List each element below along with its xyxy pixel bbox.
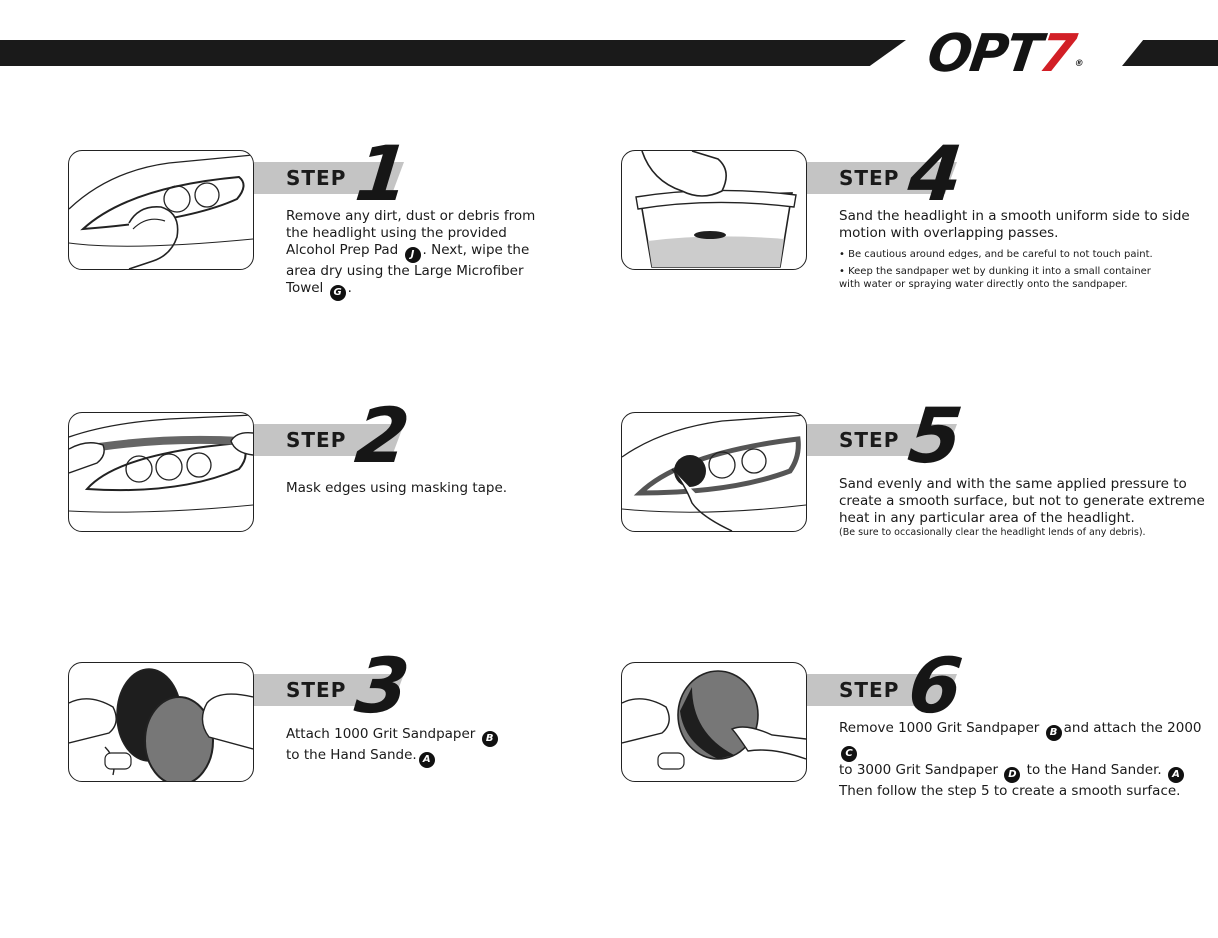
step-1-header: STEP — [254, 162, 404, 194]
item-badge: J — [404, 247, 421, 263]
item-badge: A — [418, 752, 435, 768]
attach-sandpaper-icon — [68, 662, 254, 782]
step-band — [807, 162, 957, 194]
step-label: STEP — [286, 166, 347, 190]
item-badge: G — [329, 285, 346, 301]
step-band — [254, 674, 404, 706]
step-number: 5 — [904, 391, 967, 480]
step-label: STEP — [839, 166, 900, 190]
step-4-text: Sand the headlight in a smooth uniform s… — [839, 208, 1190, 290]
step-5-header: STEP — [807, 424, 957, 456]
item-badge: A — [1167, 767, 1184, 783]
step-2: STEP 2 Mask edges using masking tape. — [68, 391, 648, 612]
item-badge: C — [841, 746, 857, 762]
step-2-text: Mask edges using masking tape. — [286, 480, 508, 496]
opt7-logo: OPT7® — [923, 24, 1083, 84]
wipe-headlight-icon — [68, 150, 254, 270]
step-band — [254, 424, 404, 456]
step-number: 2 — [351, 391, 414, 480]
header-bar — [0, 40, 906, 66]
step-2-header: STEP — [254, 424, 404, 456]
step-6-header: STEP — [807, 674, 957, 706]
step-3: STEP 3 Attach 1000 Grit Sandpaper B to t… — [68, 641, 648, 862]
step-1: STEP 1 Remove any dirt, dust or debris f… — [68, 129, 648, 350]
step-number: 3 — [351, 641, 414, 730]
step-number: 1 — [351, 129, 414, 218]
masking-tape-icon — [68, 412, 254, 532]
step-label: STEP — [839, 678, 900, 702]
step-5-text: Sand evenly and with the same applied pr… — [839, 476, 1205, 538]
step-1-text: Remove any dirt, dust or debris from the… — [286, 208, 536, 301]
step-label: STEP — [286, 428, 347, 452]
item-badge: B — [1045, 725, 1062, 741]
header-bar-right — [1122, 40, 1218, 66]
sand-headlight-icon — [621, 412, 807, 532]
step-label: STEP — [839, 428, 900, 452]
item-badge: B — [481, 731, 498, 747]
step-band — [807, 424, 957, 456]
step-4: STEP 4 Sand the headlight in a smooth un… — [621, 129, 1201, 350]
step-5: STEP 5 Sand evenly and with the same app… — [621, 391, 1205, 612]
step-3-text: Attach 1000 Grit Sandpaper B to the Hand… — [286, 726, 656, 768]
step-3-header: STEP — [254, 674, 404, 706]
step-number: 6 — [904, 641, 967, 730]
step-band — [254, 162, 404, 194]
step-4-header: STEP — [807, 162, 957, 194]
step-label: STEP — [286, 678, 347, 702]
step-band — [807, 674, 957, 706]
item-badge: D — [1004, 767, 1021, 783]
replace-sandpaper-icon — [621, 662, 807, 782]
step-number: 4 — [904, 129, 967, 218]
dunk-sandpaper-icon — [621, 150, 807, 270]
